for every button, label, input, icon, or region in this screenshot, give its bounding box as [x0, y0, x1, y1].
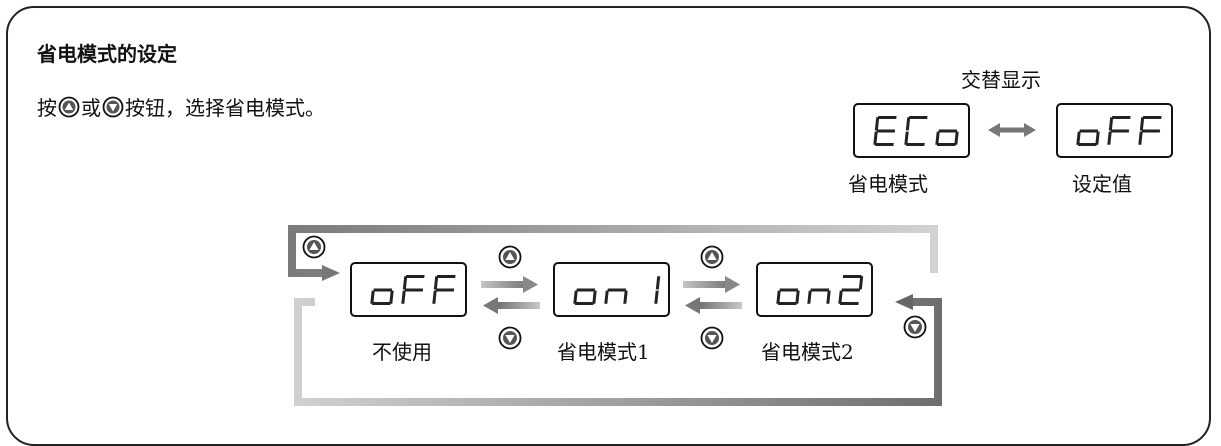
lcd-segment-a [1111, 116, 1131, 119]
lcd-segment-e [1076, 131, 1081, 145]
lcd-segment-d [874, 143, 894, 146]
lcd-segment-c [654, 290, 659, 304]
lcd-segment-e [904, 131, 909, 145]
step-down-button-icon-1 [498, 326, 522, 350]
lcd-segment-g [810, 288, 830, 292]
arrow-3-2-left [698, 302, 742, 309]
top-loop-arrowhead [322, 265, 340, 281]
lcd-segment-e [838, 290, 843, 304]
lcd-segment-e [370, 290, 375, 304]
lcd-segment-a [436, 275, 456, 278]
lcd-segment-f [402, 276, 408, 290]
lcd-segment-d [905, 143, 925, 146]
lcd-segment-g [938, 129, 958, 133]
lcd-segment-g [876, 129, 896, 133]
lcd-segment-c [954, 131, 959, 145]
lcd-segment-e [807, 290, 812, 304]
arrow-1-2-right [481, 281, 525, 288]
state-caption-on1: 省电模式1 [557, 340, 650, 364]
alternate-arrow-icon [986, 121, 1038, 139]
lcd-segment-g [435, 288, 455, 292]
lcd-on2 [756, 262, 873, 317]
section-title: 省电模式的设定 [37, 42, 177, 66]
lcd-on2-digits [776, 275, 864, 305]
instruction-text: 按 或 按钮，选择省电模式。 [37, 92, 325, 121]
lcd-segment-f [905, 117, 911, 131]
lcd-segment-e [776, 290, 781, 304]
lcd-segment-d [777, 302, 797, 305]
lcd-segment-a [877, 116, 897, 119]
lcd-segment-e [573, 290, 578, 304]
lcd-segment-g [1110, 129, 1130, 133]
lcd-segment-g [404, 288, 424, 292]
arrow-2-3-right [683, 281, 727, 288]
lcd-eco-digits [873, 116, 959, 146]
instruction-suffix: 按钮，选择省电模式。 [125, 96, 325, 120]
bottom-loop-arrow [294, 298, 942, 406]
lcd-segment-e [935, 131, 940, 145]
cycle-frame [288, 225, 942, 406]
lcd-segment-g [1141, 129, 1161, 133]
lcd-segment-c [795, 290, 800, 304]
lcd-segment-c [826, 290, 831, 304]
lcd-segment-f [1139, 117, 1145, 131]
instruction-prefix: 按 [37, 96, 57, 120]
lcd-setting-value-digits [1076, 116, 1162, 146]
lcd-segment-e [873, 131, 878, 145]
lcd-segment-f [874, 117, 880, 131]
lcd-segment-f [433, 276, 439, 290]
lcd-segment-a [1142, 116, 1162, 119]
lcd-segment-d [839, 302, 859, 305]
lcd-segment-e [604, 290, 609, 304]
lcd-segment-a [908, 116, 928, 119]
lcd-segment-b [655, 276, 661, 290]
lcd-segment-f [1108, 117, 1114, 131]
lcd-segment-e [1107, 131, 1112, 145]
lcd-segment-d [1077, 143, 1097, 146]
lcd-segment-d [574, 302, 594, 305]
down-button-icon [102, 96, 124, 118]
alternate-label: 交替显示 [961, 68, 1041, 92]
alternate-left-caption: 省电模式 [848, 172, 928, 196]
lcd-segment-e [1138, 131, 1143, 145]
alternate-right-caption: 设定值 [1072, 172, 1132, 196]
loop-up-button-icon [302, 235, 326, 259]
lcd-segment-g [607, 288, 627, 292]
lcd-setting-value [1056, 103, 1173, 158]
lcd-segment-c [389, 290, 394, 304]
lcd-off-digits [370, 275, 456, 305]
lcd-segment-b [858, 276, 864, 290]
lcd-segment-c [623, 290, 628, 304]
step-down-button-icon-2 [700, 326, 724, 350]
lcd-segment-d [371, 302, 391, 305]
lcd-segment-d [936, 143, 956, 146]
top-loop-arrow [288, 225, 938, 277]
lcd-off [350, 262, 467, 317]
step-up-button-icon-2 [700, 245, 724, 269]
lcd-segment-e [432, 290, 437, 304]
lcd-segment-a [842, 275, 862, 278]
bottom-loop-arrowhead [895, 294, 913, 310]
lcd-segment-a [405, 275, 425, 278]
lcd-segment-g [576, 288, 596, 292]
up-button-icon [58, 96, 80, 118]
lcd-segment-e [401, 290, 406, 304]
lcd-on1-digits [573, 276, 661, 305]
lcd-segment-c [1095, 131, 1100, 145]
step-up-button-icon-1 [498, 245, 522, 269]
lcd-on1 [553, 262, 670, 317]
loop-down-button-icon [903, 315, 927, 339]
state-caption-on2: 省电模式2 [761, 340, 854, 364]
lcd-segment-g [373, 288, 393, 292]
lcd-segment-c [592, 290, 597, 304]
arrow-2-1-left [496, 302, 540, 309]
lcd-segment-g [1079, 129, 1099, 133]
instruction-or: 或 [81, 96, 101, 120]
lcd-segment-g [779, 288, 799, 292]
state-caption-off: 不使用 [372, 340, 432, 364]
lcd-segment-g [841, 288, 861, 292]
lcd-eco [853, 103, 970, 158]
